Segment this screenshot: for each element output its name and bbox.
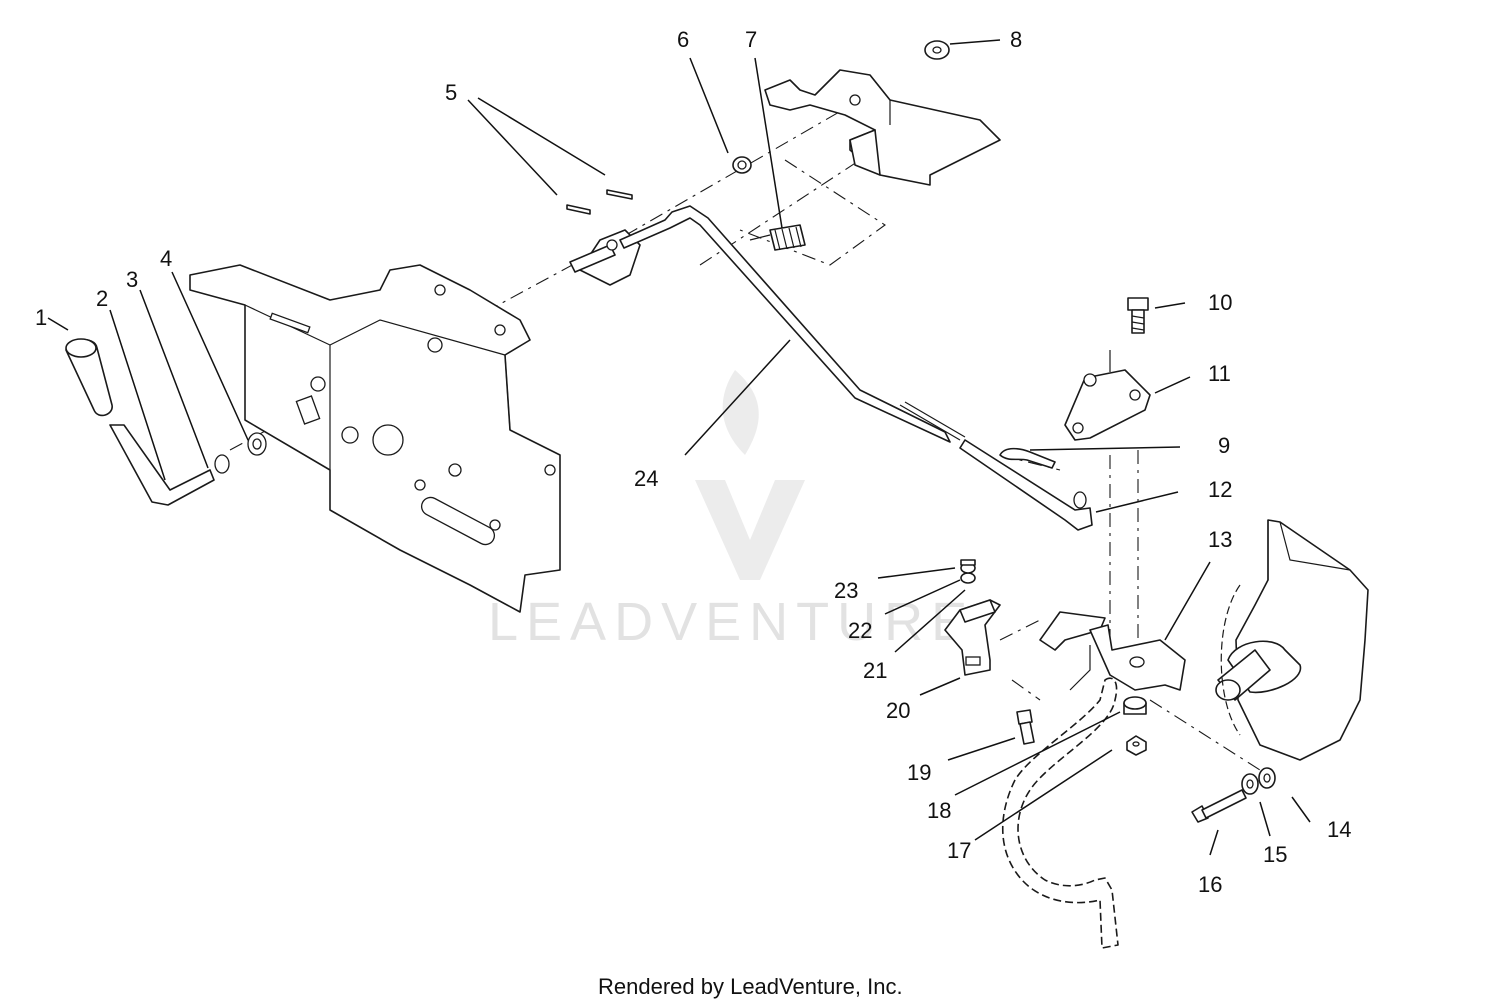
bolt-10 xyxy=(1127,297,1149,334)
callout-16: 16 xyxy=(1198,872,1222,897)
callout-18: 18 xyxy=(927,798,951,823)
callouts: 1 2 3 4 5 6 7 8 9 10 11 12 13 14 15 16 1… xyxy=(35,27,1351,897)
callout-11: 11 xyxy=(1208,361,1231,386)
callout-19: 19 xyxy=(907,760,931,785)
callout-24: 24 xyxy=(634,466,658,491)
callout-15: 15 xyxy=(1263,842,1287,867)
footer-credit: Rendered by LeadVenture, Inc. xyxy=(598,974,903,999)
transmission-housing xyxy=(1215,519,1369,761)
callout-1: 1 xyxy=(35,305,47,330)
control-rod xyxy=(619,205,1093,531)
bolt-16 xyxy=(1191,789,1247,823)
callout-23: 23 xyxy=(834,578,858,603)
callout-4: 4 xyxy=(160,246,172,271)
lever-arm xyxy=(109,424,215,506)
pedal-arm xyxy=(1002,677,1119,949)
callout-3: 3 xyxy=(126,267,138,292)
callout-20: 20 xyxy=(886,698,910,723)
washers-14-15 xyxy=(1241,767,1276,795)
callout-14: 14 xyxy=(1327,817,1351,842)
callout-8: 8 xyxy=(1010,27,1022,52)
callout-9: 9 xyxy=(1218,433,1230,458)
mounting-plate xyxy=(189,264,561,613)
fasteners-21-23 xyxy=(960,559,976,584)
frame-bracket xyxy=(764,69,1001,186)
spring xyxy=(749,224,806,251)
callout-10: 10 xyxy=(1208,290,1232,315)
callout-12: 12 xyxy=(1208,477,1232,502)
callout-7: 7 xyxy=(745,27,757,52)
callout-6: 6 xyxy=(677,27,689,52)
pedal-bracket xyxy=(1039,611,1186,691)
callout-22: 22 xyxy=(848,618,872,643)
callout-21: 21 xyxy=(863,658,887,683)
callout-5: 5 xyxy=(445,80,457,105)
bolt-19 xyxy=(1016,709,1035,745)
nut-17 xyxy=(1126,735,1147,756)
callout-2: 2 xyxy=(96,286,108,311)
callout-13: 13 xyxy=(1208,527,1232,552)
watermark-text: LEADVENTURE xyxy=(488,592,975,652)
washers-3-4 xyxy=(214,432,267,474)
bushing xyxy=(732,156,752,174)
lever-knob xyxy=(65,338,113,417)
bushing-18 xyxy=(1123,696,1147,715)
watermark: LEADVENTURE xyxy=(488,370,975,652)
bellcrank-plate xyxy=(1064,350,1151,441)
callout-17: 17 xyxy=(947,838,971,863)
mount-bracket-20 xyxy=(944,599,1001,676)
washer xyxy=(924,40,950,60)
cotter-pin xyxy=(999,447,1056,469)
leader-lines xyxy=(47,39,1311,856)
